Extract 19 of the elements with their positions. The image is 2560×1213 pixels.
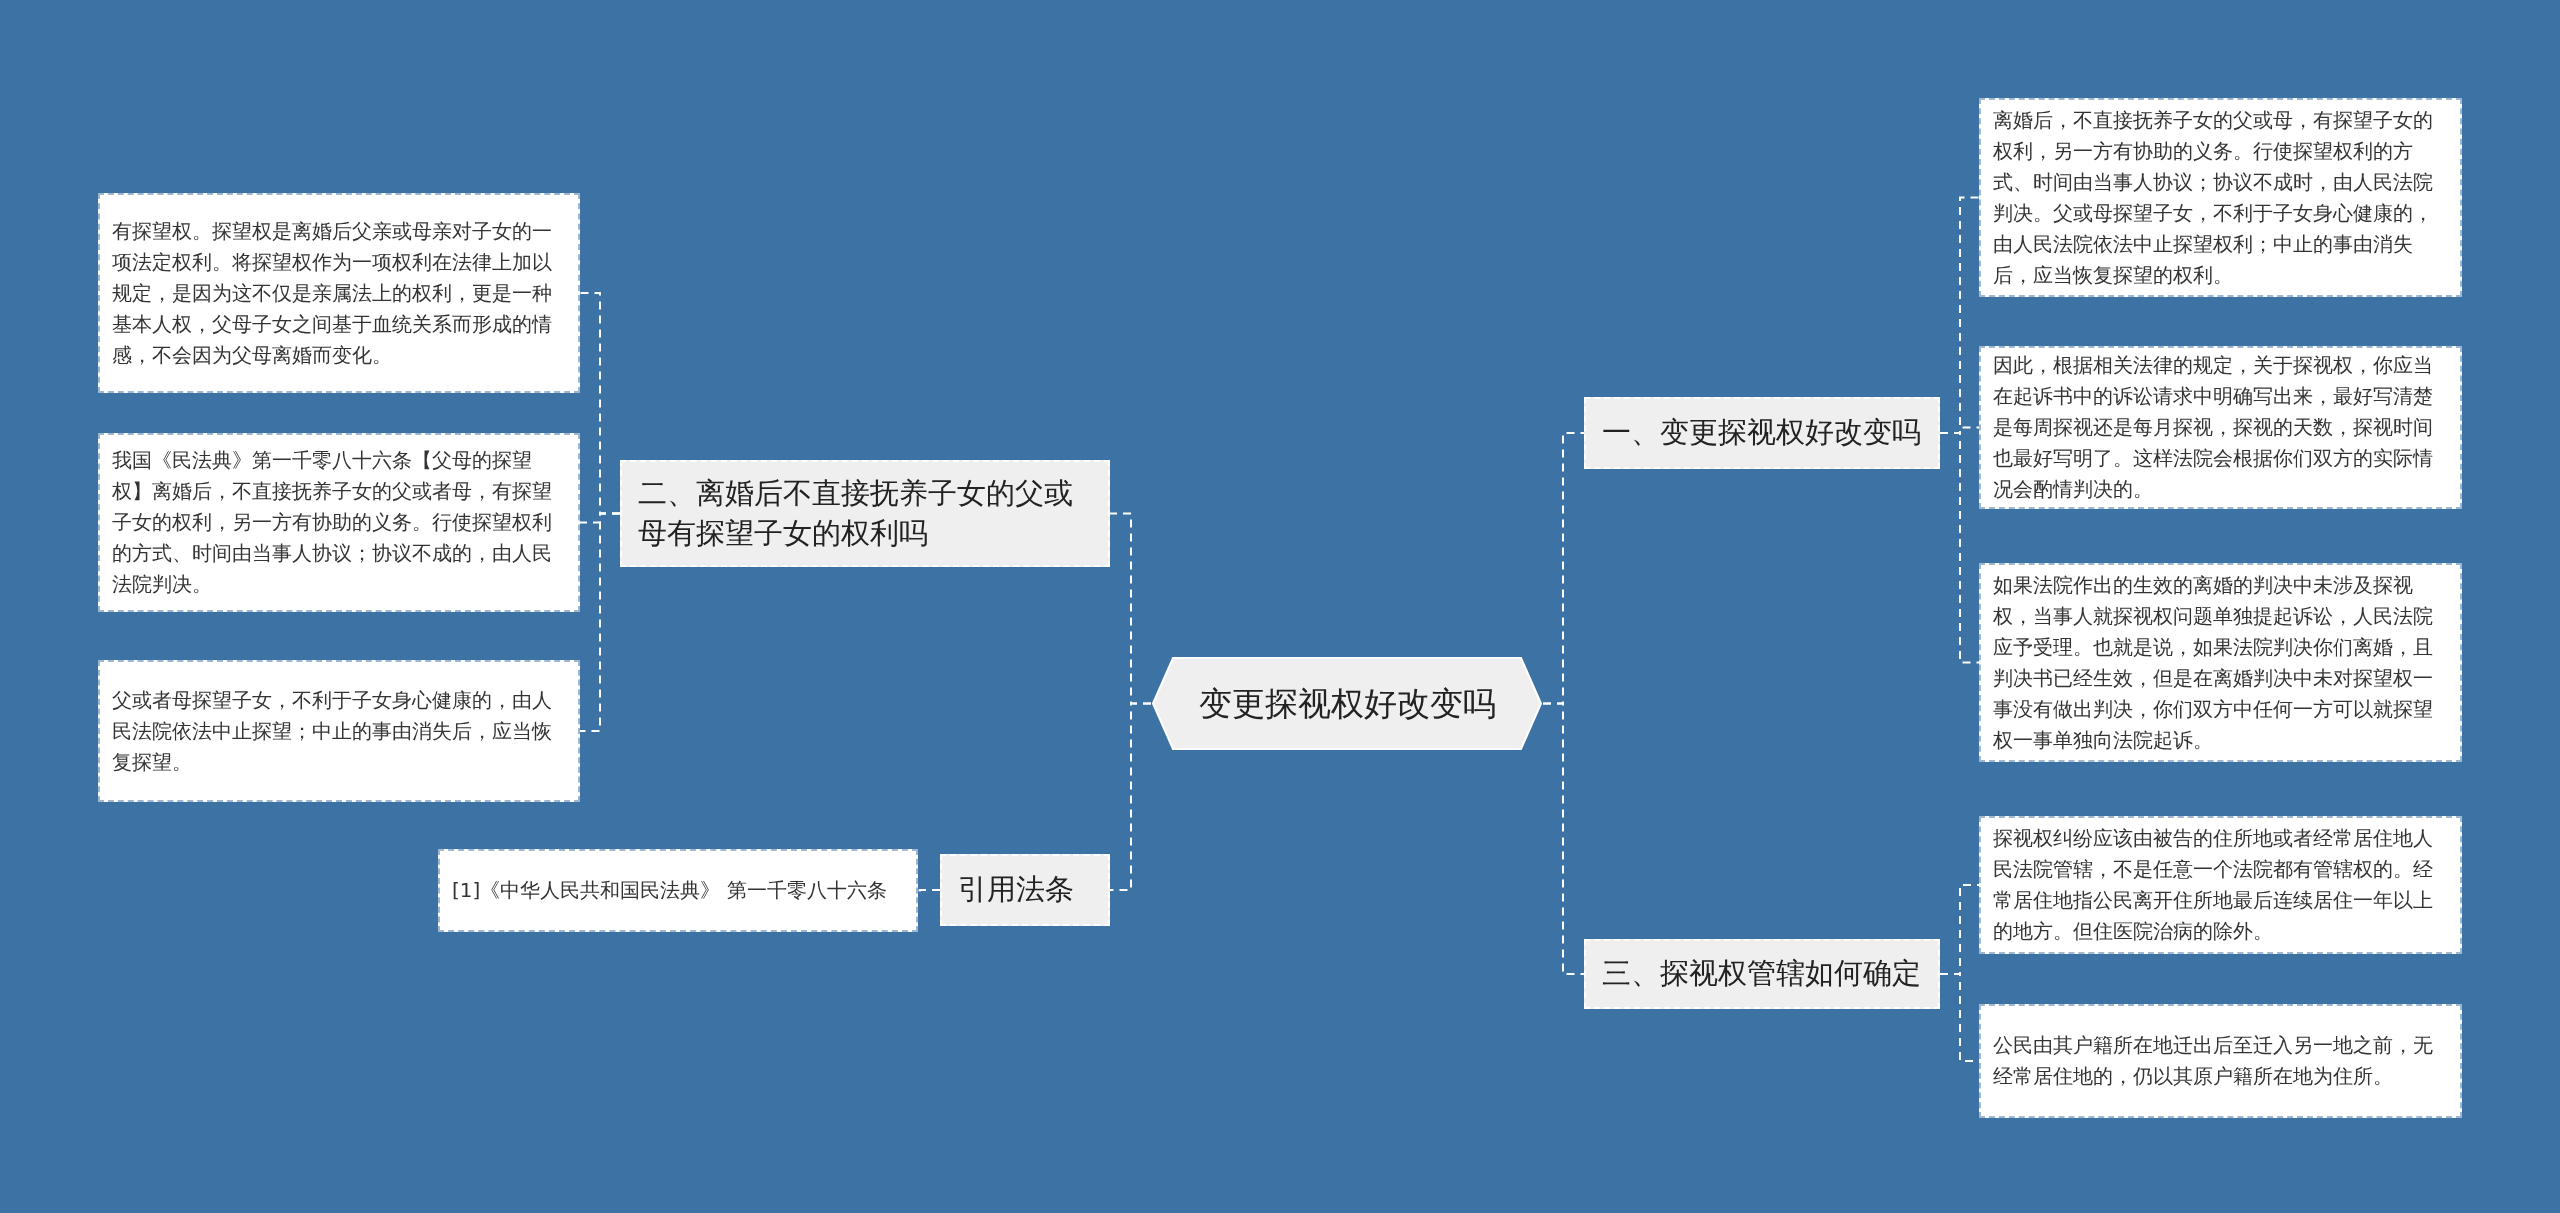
note-box: 因此，根据相关法律的规定，关于探视权，你应当在起诉书中的诉讼请求中明确写出来，最好写清楚是每周探视还是每月探视，探视的天数，探视时间也最好写明了。这样法院会根据你们双方的实际情况会酌情判决的。	[1979, 346, 2462, 509]
topic-box: 一、变更探视权好改变吗	[1584, 397, 1940, 469]
note-box: 有探望权。探望权是离婚后父亲或母亲对子女的一项法定权利。将探望权作为一项权利在法律上加以规定，是因为这不仅是亲属法上的权利，更是一种基本人权，父母子女之间基于血统关系而形成的情感，不会因为父母离婚而变化。	[98, 193, 580, 393]
note-box: 如果法院作出的生效的离婚的判决中未涉及探视权，当事人就探视权问题单独提起诉讼，人民法院应予受理。也就是说，如果法院判决你们离婚，且判决书已经生效，但是在离婚判决中未对探望权一事没有做出判决，你们双方中任何一方可以就探望权一事单独向法院起诉。	[1979, 563, 2462, 762]
note-box: [1]《中华人民共和国民法典》 第一千零八十六条	[438, 849, 918, 932]
central-topic: 变更探视权好改变吗	[1151, 656, 1543, 751]
topic-box: 引用法条	[940, 854, 1110, 926]
note-box: 探视权纠纷应该由被告的住所地或者经常居住地人民法院管辖，不是任意一个法院都有管辖权的。经常居住地指公民离开住所地最后连续居住一年以上的地方。但住医院治病的除外。	[1979, 816, 2462, 954]
note-box: 父或者母探望子女，不利于子女身心健康的，由人民法院依法中止探望；中止的事由消失后，应当恢复探望。	[98, 660, 580, 802]
connector-line	[579, 512, 621, 732]
connector-line	[917, 889, 941, 892]
note-box: 我国《民法典》第一千零八十六条【父母的探望权】离婚后，不直接抚养子女的父或者母，有探望子女的权利，另一方有协助的义务。行使探望权利的方式、时间由当事人协议；协议不成的，由人民法院判决。	[98, 433, 580, 612]
connector-line	[1939, 432, 1980, 664]
connector-line	[1109, 702, 1152, 891]
connector-line	[1542, 702, 1585, 975]
topic-box: 二、离婚后不直接抚养子女的父或母有探望子女的权利吗	[620, 460, 1110, 567]
topic-box: 三、探视权管辖如何确定	[1584, 939, 1940, 1009]
note-box: 离婚后，不直接抚养子女的父或母，有探望子女的权利，另一方有协助的义务。行使探望权利的方式、时间由当事人协议；协议不成时，由人民法院判决。父或母探望子女，不利于子女身心健康的，由人民法院依法中止探望权利；中止的事由消失后，应当恢复探望的权利。	[1979, 98, 2462, 297]
note-box: 公民由其户籍所在地迁出后至迁入另一地之前，无经常居住地的，仍以其原户籍所在地为住所。	[1979, 1004, 2462, 1118]
